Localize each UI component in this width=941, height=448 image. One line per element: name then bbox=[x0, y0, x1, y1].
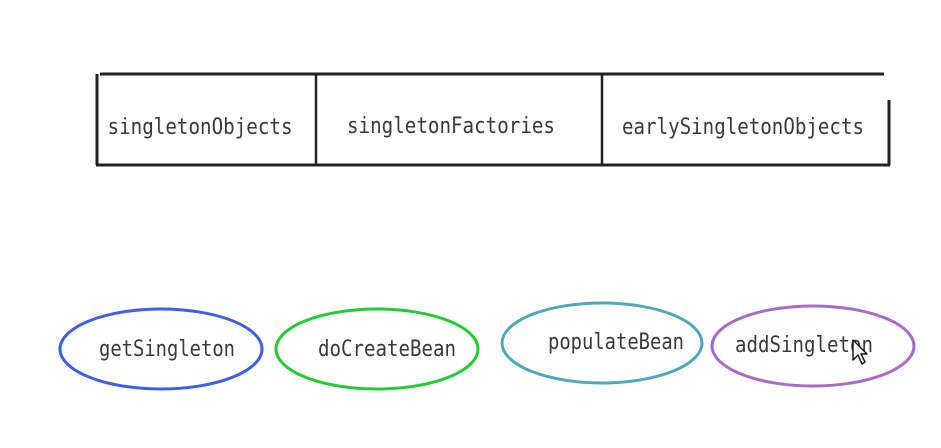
do-create-bean-ellipse bbox=[274, 307, 480, 391]
add-singleton-label: addSingleton bbox=[735, 333, 873, 358]
method-ovals: getSingleton doCreateBean populateBean a… bbox=[58, 301, 916, 391]
cell-early-singleton-objects: earlySingletonObjects bbox=[622, 115, 864, 140]
populate-bean-label: populateBean bbox=[548, 330, 684, 355]
do-create-bean-oval: doCreateBean bbox=[274, 307, 480, 391]
get-singleton-ellipse bbox=[58, 307, 264, 391]
mouse-pointer-icon bbox=[852, 339, 868, 365]
add-singleton-ellipse bbox=[710, 304, 916, 388]
populate-bean-ellipse bbox=[500, 301, 704, 385]
cell-singleton-factories: singletonFactories bbox=[347, 114, 555, 139]
get-singleton-label: getSingleton bbox=[99, 337, 235, 362]
get-singleton-oval: getSingleton bbox=[58, 307, 264, 391]
populate-bean-oval: populateBean bbox=[500, 301, 704, 385]
cell-singleton-objects: singletonObjects bbox=[108, 115, 293, 140]
do-create-bean-label: doCreateBean bbox=[318, 337, 456, 362]
cache-table: singletonObjects singletonFactories earl… bbox=[95, 72, 891, 167]
add-singleton-oval: addSingleton bbox=[710, 304, 916, 388]
